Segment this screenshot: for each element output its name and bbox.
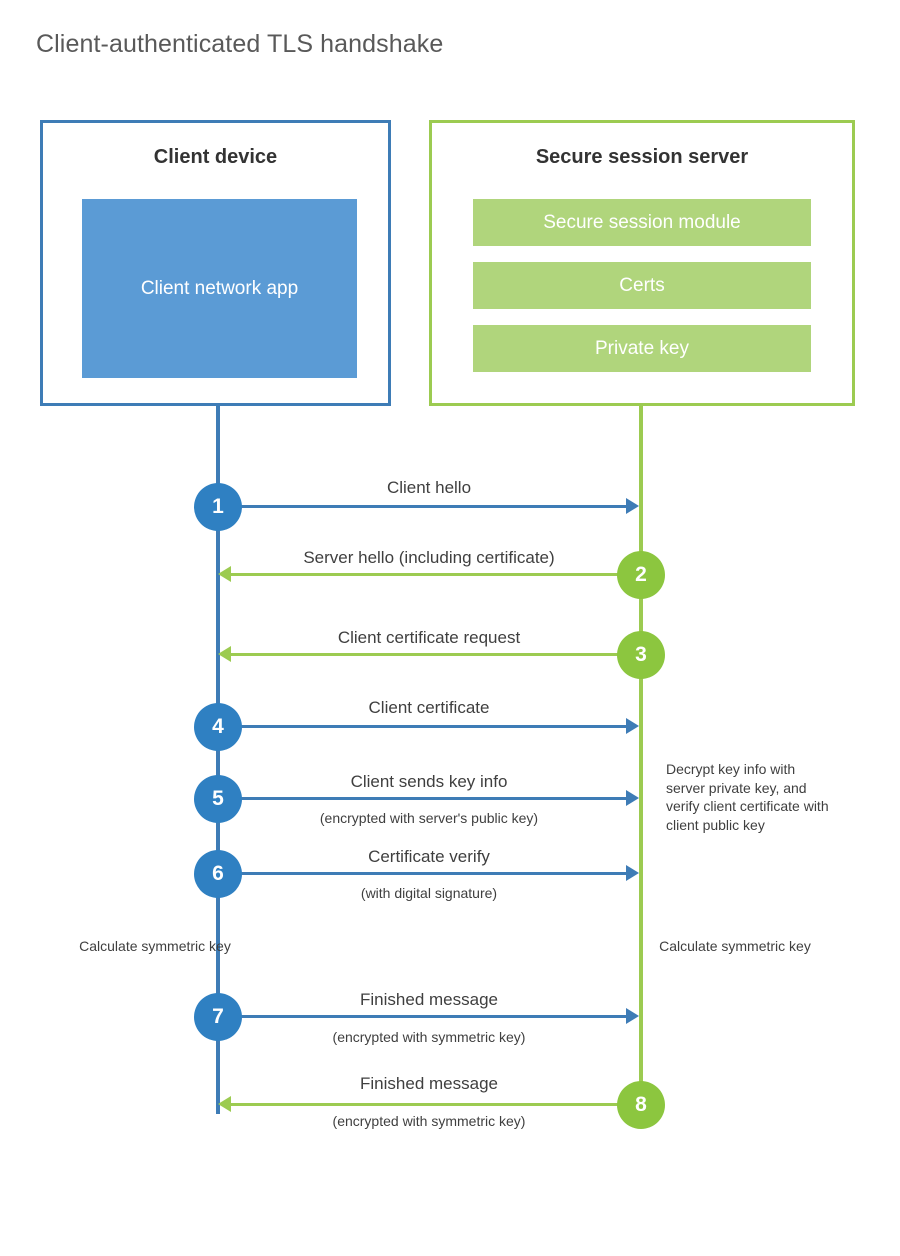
step-7-sublabel: (encrypted with symmetric key) — [332, 1029, 526, 1045]
step-6-arrow-line — [218, 872, 626, 875]
page-title: Client-authenticated TLS handshake — [36, 30, 444, 58]
client-device-title: Client device — [153, 146, 278, 168]
step-7-arrow-line — [218, 1015, 626, 1018]
step-4-label: Client certificate — [368, 698, 490, 717]
step-5-arrow-line — [218, 797, 626, 800]
step-8-arrow-line — [231, 1103, 626, 1106]
server-module-private-key: Private key — [473, 325, 811, 372]
step-5-label: Client sends key info — [350, 772, 508, 791]
step-2-badge[interactable]: 2 — [617, 551, 665, 599]
annotation-server-calculate-symmetric-key: Calculate symmetric key — [659, 938, 811, 954]
step-1-label: Client hello — [386, 478, 472, 497]
step-8-arrowhead-icon — [218, 1096, 231, 1112]
secure-session-server-title: Secure session server — [535, 146, 749, 168]
step-4-arrow-line — [218, 725, 626, 728]
step-1-badge[interactable]: 1 — [194, 483, 242, 531]
step-2-arrowhead-icon — [218, 566, 231, 582]
annotation-server-decrypt: Decrypt key info with server private key… — [666, 761, 829, 833]
server-module-certs: Certs — [473, 262, 811, 309]
step-5-badge[interactable]: 5 — [194, 775, 242, 823]
annotation-client-calculate-symmetric-key: Calculate symmetric key — [79, 938, 231, 954]
secure-session-server-box: Secure session server Secure session mod… — [429, 120, 855, 406]
step-5-sublabel: (encrypted with server's public key) — [319, 810, 539, 826]
step-1-arrowhead-icon — [626, 498, 639, 514]
step-4-badge[interactable]: 4 — [194, 703, 242, 751]
step-3-label: Client certificate request — [337, 628, 521, 647]
step-7-arrowhead-icon — [626, 1008, 639, 1024]
step-4-arrowhead-icon — [626, 718, 639, 734]
step-6-label: Certificate verify — [368, 847, 490, 866]
step-1-arrow-line — [218, 505, 626, 508]
step-2-arrow-line — [231, 573, 626, 576]
client-network-app-block: Client network app — [82, 199, 357, 378]
step-5-arrowhead-icon — [626, 790, 639, 806]
server-module-secure-session-module: Secure session module — [473, 199, 811, 246]
step-8-sublabel: (encrypted with symmetric key) — [332, 1113, 526, 1129]
step-6-arrowhead-icon — [626, 865, 639, 881]
client-lifeline — [216, 406, 220, 1114]
client-device-box: Client device Client network app — [40, 120, 391, 406]
step-3-arrowhead-icon — [218, 646, 231, 662]
step-8-label: Finished message — [360, 1074, 498, 1093]
step-3-arrow-line — [231, 653, 626, 656]
step-2-label: Server hello (including certificate) — [303, 548, 555, 567]
server-lifeline — [639, 406, 643, 1106]
step-7-badge[interactable]: 7 — [194, 993, 242, 1041]
step-7-label: Finished message — [360, 990, 498, 1009]
step-6-sublabel: (with digital signature) — [360, 885, 498, 901]
step-6-badge[interactable]: 6 — [194, 850, 242, 898]
step-8-badge[interactable]: 8 — [617, 1081, 665, 1129]
step-3-badge[interactable]: 3 — [617, 631, 665, 679]
